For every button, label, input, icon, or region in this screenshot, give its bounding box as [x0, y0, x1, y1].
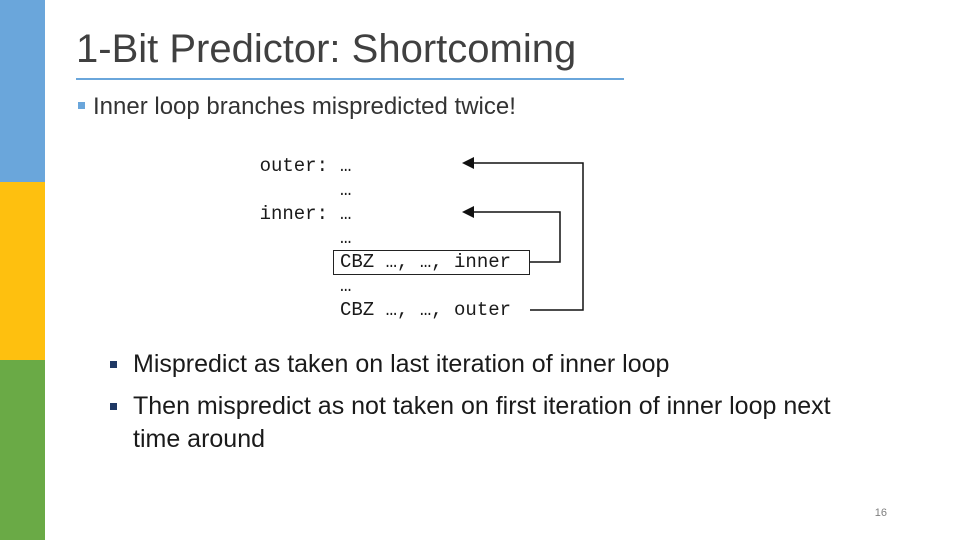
page-number: 16	[874, 507, 887, 519]
code-line-outer-branch: CBZ …, …, outer	[340, 299, 512, 321]
sub-bullet-1: Mispredict as taken on last iteration of…	[110, 348, 873, 381]
code-label-inner: inner:	[259, 203, 328, 225]
code-line-2: …	[340, 179, 352, 201]
sub-bullet-1-text: Mispredict as taken on last iteration of…	[133, 350, 670, 378]
code-label-outer: outer:	[259, 155, 328, 177]
sub-bullet-2: Then mispredict as not taken on first it…	[110, 390, 873, 456]
inner-loop-arrow	[462, 206, 561, 263]
code-line-6: …	[340, 275, 352, 297]
accent-bar-blue	[0, 0, 45, 182]
main-bullet: Inner loop branches mispredicted twice!	[78, 93, 516, 121]
code-line-4: …	[340, 227, 352, 249]
code-line-inner-branch: CBZ …, …, inner	[340, 251, 512, 273]
main-bullet-text: Inner loop branches mispredicted twice!	[93, 93, 516, 120]
code-line-1: …	[340, 155, 352, 177]
slide-title: 1-Bit Predictor: Shortcoming	[76, 27, 577, 71]
sub-bullet-marker-icon	[110, 361, 117, 368]
accent-bar-green	[0, 360, 45, 540]
sub-bullet-marker-icon	[110, 403, 117, 410]
inner-branch-highlight-box	[333, 250, 530, 275]
sub-bullet-2-text: Then mispredict as not taken on first it…	[133, 392, 831, 453]
bullet-marker-icon	[78, 102, 85, 110]
code-line-3: …	[340, 203, 352, 225]
title-underline	[76, 78, 624, 80]
outer-loop-arrow	[462, 157, 584, 311]
accent-bar-yellow	[0, 182, 45, 360]
